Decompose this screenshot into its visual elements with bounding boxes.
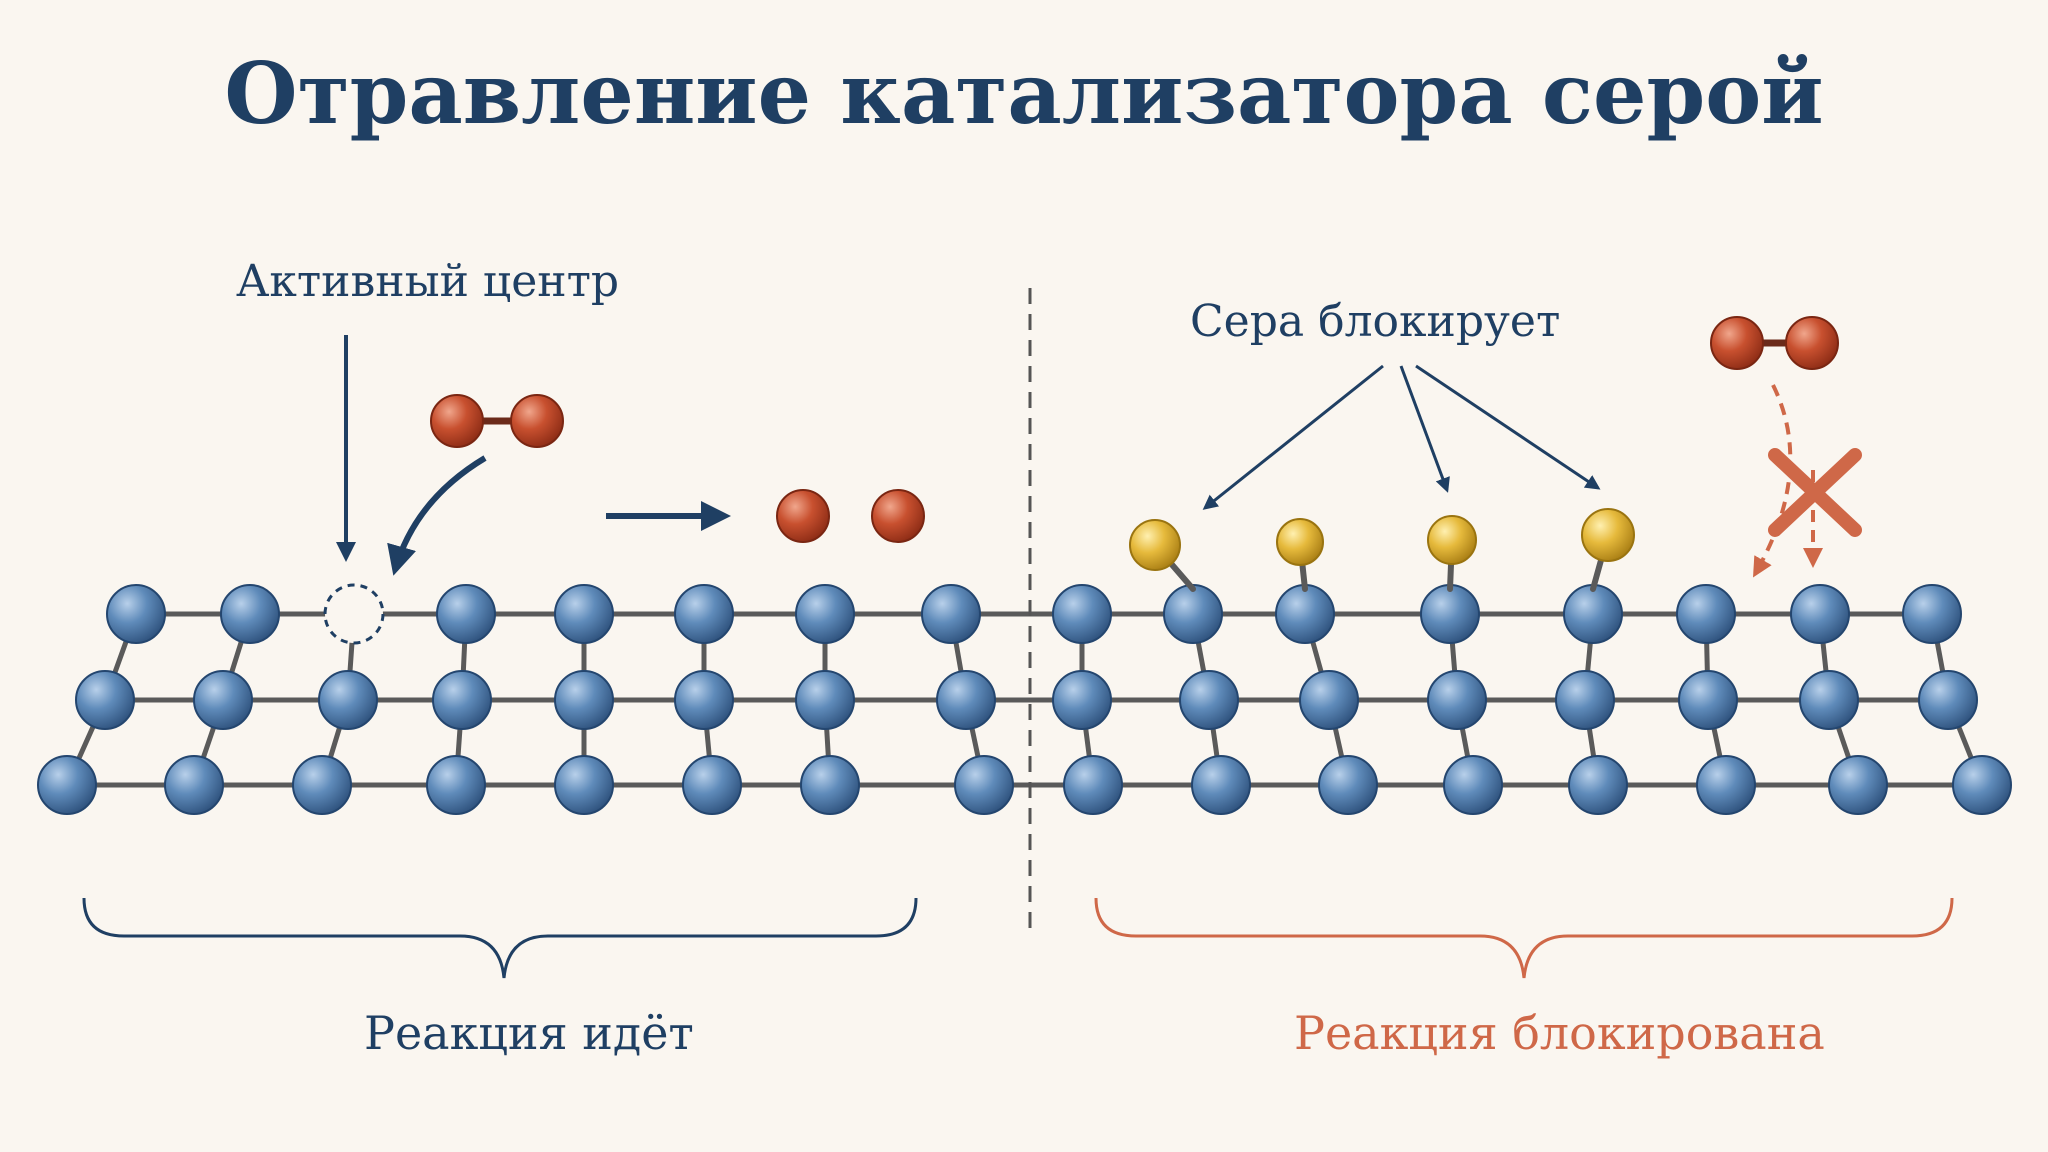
catalyst-atom: [554, 755, 614, 815]
catalyst-atom: [426, 755, 486, 815]
catalyst-lattice: [37, 584, 2012, 815]
catalyst-atom: [1179, 670, 1239, 730]
catalyst-atom: [292, 755, 352, 815]
catalyst-atom: [1696, 755, 1756, 815]
catalyst-atom: [1163, 584, 1223, 644]
catalyst-atom: [554, 670, 614, 730]
active-site-vacancy: [323, 583, 385, 645]
catalyst-atom: [1678, 670, 1738, 730]
catalyst-atom: [164, 755, 224, 815]
catalyst-atom: [1555, 670, 1615, 730]
reaction-blocked-brace: [1094, 897, 1954, 979]
product-atom: [871, 489, 925, 543]
catalyst-atom: [1275, 584, 1335, 644]
sulfur-atom: [1581, 508, 1635, 562]
catalyst-atom: [1052, 584, 1112, 644]
catalyst-atom: [554, 584, 614, 644]
sulfur-atom: [1427, 515, 1477, 565]
catalyst-atom: [436, 584, 496, 644]
catalyst-atom: [1568, 755, 1628, 815]
sulfur-atom: [1276, 518, 1324, 566]
sulfur-atoms: [1129, 508, 1635, 592]
catalyst-atom: [318, 670, 378, 730]
catalyst-atom: [674, 584, 734, 644]
catalyst-atom: [1952, 755, 2012, 815]
catalyst-atom: [220, 584, 280, 644]
page-title: Отравление катализатора серой: [224, 44, 1824, 143]
catalyst-atom: [1676, 584, 1736, 644]
catalyst-atom: [106, 584, 166, 644]
blocked-reactant-molecule: [1710, 316, 1839, 370]
deflected-path-arrow: [1753, 384, 1793, 578]
product-atom: [776, 489, 830, 543]
adsorption-arrow: [387, 455, 487, 576]
sulfur-atom: [1129, 519, 1181, 571]
catalyst-atom: [1420, 584, 1480, 644]
sulfur-arrows: [1202, 364, 1601, 510]
active-site-label: Активный центр: [236, 256, 620, 307]
catalyst-atom: [921, 584, 981, 644]
reaction-proceeds-brace: [82, 897, 918, 979]
catalyst-atom: [193, 670, 253, 730]
catalyst-atom: [1427, 670, 1487, 730]
catalyst-atom: [1052, 670, 1112, 730]
catalyst-atom: [682, 755, 742, 815]
catalyst-atom: [795, 670, 855, 730]
catalyst-atom: [1318, 755, 1378, 815]
catalyst-atom: [75, 670, 135, 730]
catalyst-atom: [1443, 755, 1503, 815]
catalyst-atom: [674, 670, 734, 730]
catalyst-atom: [37, 755, 97, 815]
catalyst-atom: [1299, 670, 1359, 730]
sulfur-blocks-label: Сера блокирует: [1190, 296, 1561, 347]
reaction-proceeds-caption: Реакция идёт: [364, 1006, 694, 1060]
catalyst-atom: [1563, 584, 1623, 644]
catalyst-atom: [936, 670, 996, 730]
catalyst-atom: [954, 755, 1014, 815]
catalyst-atom: [432, 670, 492, 730]
catalyst-atom: [795, 584, 855, 644]
catalyst-atom: [1191, 755, 1251, 815]
catalyst-atom: [1902, 584, 1962, 644]
reaction-blocked-caption: Реакция блокирована: [1294, 1006, 1825, 1060]
catalyst-atom: [1063, 755, 1123, 815]
catalyst-atom: [800, 755, 860, 815]
catalyst-atom: [1828, 755, 1888, 815]
x-mark-icon: [1768, 448, 1862, 537]
reactant-molecule: [430, 394, 564, 448]
catalyst-atom: [1790, 584, 1850, 644]
catalyst-atom: [1799, 670, 1859, 730]
catalyst-atom: [1918, 670, 1978, 730]
